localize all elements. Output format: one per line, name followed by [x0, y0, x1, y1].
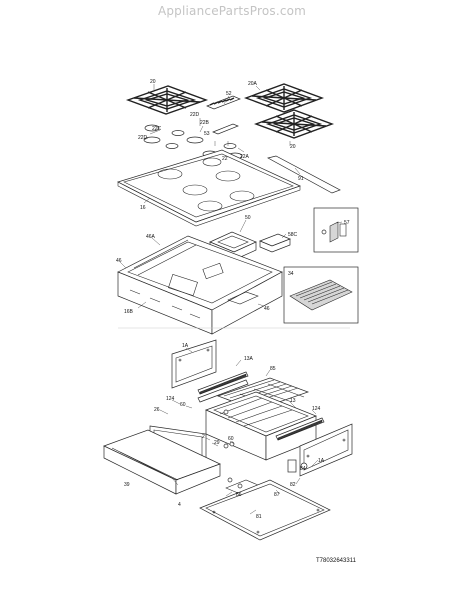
part-label: 124: [166, 396, 175, 402]
part-label: 87: [274, 492, 280, 498]
part-label: 22C: [152, 126, 162, 132]
igniter-detail-box: [313, 207, 359, 253]
part-label: 81: [256, 514, 262, 520]
part-label: 22: [222, 156, 228, 162]
site-watermark: AppliancePartsPros.com: [157, 4, 307, 18]
part-label: 60: [180, 402, 186, 408]
part-label: 29: [214, 440, 220, 446]
part-label: 26: [154, 407, 160, 413]
part-label: 22B: [200, 120, 210, 126]
part-label: 1A: [318, 458, 325, 464]
burner-box: [117, 235, 283, 335]
drawer-slide-rail-right: [275, 417, 325, 441]
part-label: 22D: [138, 135, 148, 141]
part-label: 86: [236, 492, 242, 498]
part-label: 22D: [190, 112, 200, 118]
part-label: 16B: [124, 309, 134, 315]
part-label: 22A: [240, 154, 250, 160]
drawer-bottom-tray: [199, 479, 331, 541]
diagram-code: T78032643311: [316, 558, 357, 564]
part-label: 60: [228, 436, 234, 442]
drawer-slide-rail-left: [197, 371, 249, 403]
cover-box: [259, 233, 291, 253]
part-label: 91: [298, 176, 304, 182]
drawer-body: [205, 391, 317, 461]
grate-bar: [206, 95, 241, 110]
cooktop-surface: [117, 149, 301, 227]
part-label: 13A: [244, 356, 254, 362]
part-label: 57: [344, 220, 350, 226]
burner-grate-left: [125, 85, 209, 115]
part-label: 58C: [288, 232, 298, 238]
part-label: 124: [312, 406, 321, 412]
part-label: 20: [290, 144, 296, 150]
part-label: 53: [204, 131, 210, 137]
part-label: 46: [116, 258, 122, 264]
leader-lines: [119, 84, 343, 515]
part-label: 13: [290, 398, 296, 404]
part-label: 82: [290, 482, 296, 488]
part-label: 39: [124, 482, 130, 488]
burner-grate-right-bottom: [253, 109, 335, 139]
part-labels: 20 52 20A 22B 22C 22D 22D 53 22 22A 20 1…: [116, 79, 350, 520]
burner-caps: [143, 124, 243, 160]
part-label: 20A: [248, 81, 258, 87]
part-label: 46: [264, 306, 270, 312]
part-label: 84: [300, 466, 306, 472]
trim-strip: [267, 155, 341, 194]
drawer-side-panel-left: [171, 339, 217, 389]
part-label: 2: [202, 434, 205, 440]
part-label: 16: [140, 205, 146, 211]
part-label: 20: [150, 79, 156, 85]
part-label: 1A: [182, 343, 189, 349]
part-label: 4: [178, 502, 181, 508]
part-label: 34: [288, 271, 294, 277]
part-label: 46A: [146, 234, 156, 240]
part-label: 50: [245, 215, 251, 221]
drawer-front-panel: [103, 429, 221, 495]
grate-small-bar: [212, 123, 239, 135]
part-label: 85: [270, 366, 276, 372]
burner-grate-right-top: [243, 83, 325, 113]
part-label: 52: [226, 91, 232, 97]
griddle-detail-box: [283, 266, 359, 324]
